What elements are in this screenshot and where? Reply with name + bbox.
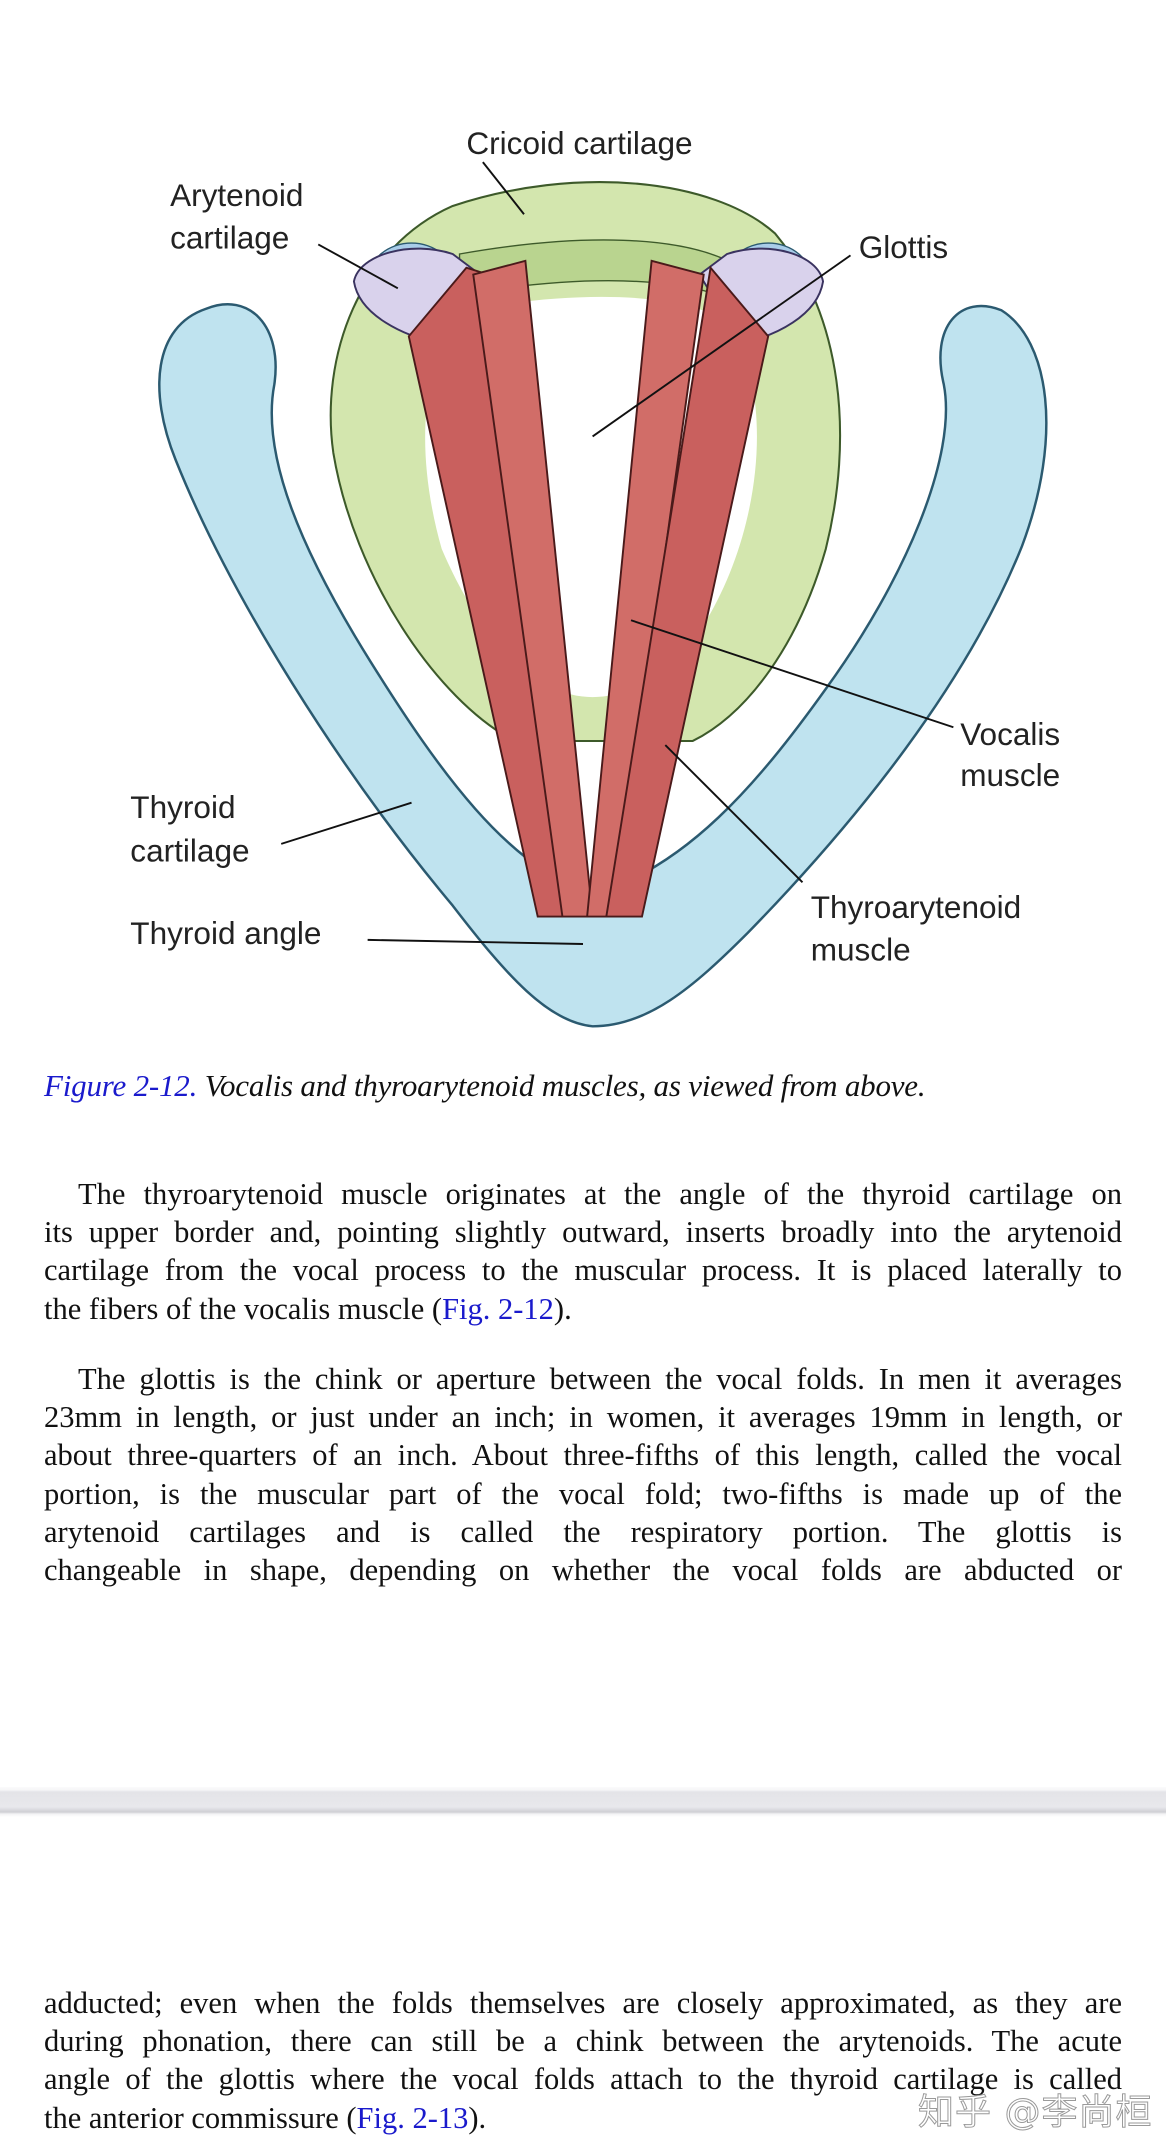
- figure-reference[interactable]: Figure 2-12.: [44, 1068, 198, 1103]
- text-line: arytenoid cartilages and is called the r…: [44, 1514, 1122, 1549]
- text-line: during phonation, there can still be a c…: [44, 2024, 1122, 2059]
- label-vocalis-1: Vocalis: [960, 716, 1060, 752]
- label-arytenoid-2: cartilage: [170, 220, 289, 256]
- text-line: The thyroarytenoid muscle originates at …: [78, 1177, 1122, 1211]
- paragraph-glottis-continued: adducted; even when the folds themselves…: [44, 1984, 1122, 2137]
- fig-2-13-link[interactable]: Fig. 2-13: [356, 2100, 469, 2135]
- label-vocalis-2: muscle: [960, 757, 1060, 793]
- text-line-end: ).: [553, 1291, 572, 1326]
- label-glottis: Glottis: [859, 229, 948, 265]
- text-line: cartilage from the vocal process to the …: [44, 1253, 1122, 1288]
- text-line: changeable in shape, depending on whethe…: [44, 1553, 1122, 1588]
- text-line: The glottis is the chink or aperture bet…: [78, 1362, 1122, 1396]
- paragraph-thyroarytenoid: The thyroarytenoid muscle originates at …: [44, 1175, 1122, 1328]
- text-line: angle of the glottis where the vocal fol…: [44, 2062, 1122, 2097]
- text-line: its upper border and, pointing slightly …: [44, 1215, 1122, 1250]
- leader-glottis: [592, 254, 852, 438]
- leader-thyroarytenoid: [664, 744, 804, 883]
- paragraph-glottis: The glottis is the chink or aperture bet…: [44, 1360, 1122, 1589]
- text-line: the fibers of the vocalis muscle (Fig. 2…: [44, 1290, 1122, 1328]
- leader-arytenoid: [317, 243, 399, 290]
- text-line-end: ).: [468, 2100, 487, 2135]
- text-line: the anterior commissure (Fig. 2-13).: [44, 2099, 1122, 2137]
- label-thyroid-angle: Thyroid angle: [130, 915, 321, 951]
- text-line: 23mm in length, or just under an inch; i…: [44, 1400, 1122, 1435]
- right-thyroarytenoid-muscle: [605, 265, 770, 918]
- caption-text: Vocalis and thyroarytenoid muscles, as v…: [197, 1068, 926, 1103]
- label-thyroarytenoid-1: Thyroarytenoid: [811, 889, 1021, 925]
- leader-thyroid-angle: [367, 938, 584, 945]
- leader-thyroid-cartilage: [280, 801, 412, 845]
- leader-cricoid: [482, 161, 525, 215]
- watermark: 知乎 @李尚桓: [917, 2092, 1153, 2134]
- text-line: adducted; even when the folds themselves…: [44, 1986, 1122, 2020]
- figure-caption: Figure 2-12. Vocalis and thyroarytenoid …: [44, 1068, 926, 1104]
- page-break-divider: [0, 1787, 1166, 1817]
- fig-2-12-link[interactable]: Fig. 2-12: [442, 1291, 554, 1326]
- label-cricoid: Cricoid cartilage: [466, 125, 692, 161]
- label-thyroid-cartilage-1: Thyroid: [130, 789, 235, 825]
- text-line: portion, is the muscular part of the voc…: [44, 1476, 1122, 1511]
- leader-vocalis: [630, 619, 954, 729]
- thyroid-cartilage-shape: [158, 303, 1048, 1028]
- larynx-illustration: Cricoid cartilage Arytenoid cartilage Gl…: [130, 125, 1060, 1028]
- label-arytenoid-1: Arytenoid: [170, 177, 303, 213]
- label-thyroid-cartilage-2: cartilage: [130, 833, 249, 869]
- text-line-start: the fibers of the vocalis muscle (: [44, 1291, 443, 1326]
- label-thyroarytenoid-2: muscle: [811, 931, 911, 967]
- text-line-start: the anterior commissure (: [44, 2100, 357, 2135]
- text-line: about three-quarters of an inch. About t…: [44, 1438, 1122, 1473]
